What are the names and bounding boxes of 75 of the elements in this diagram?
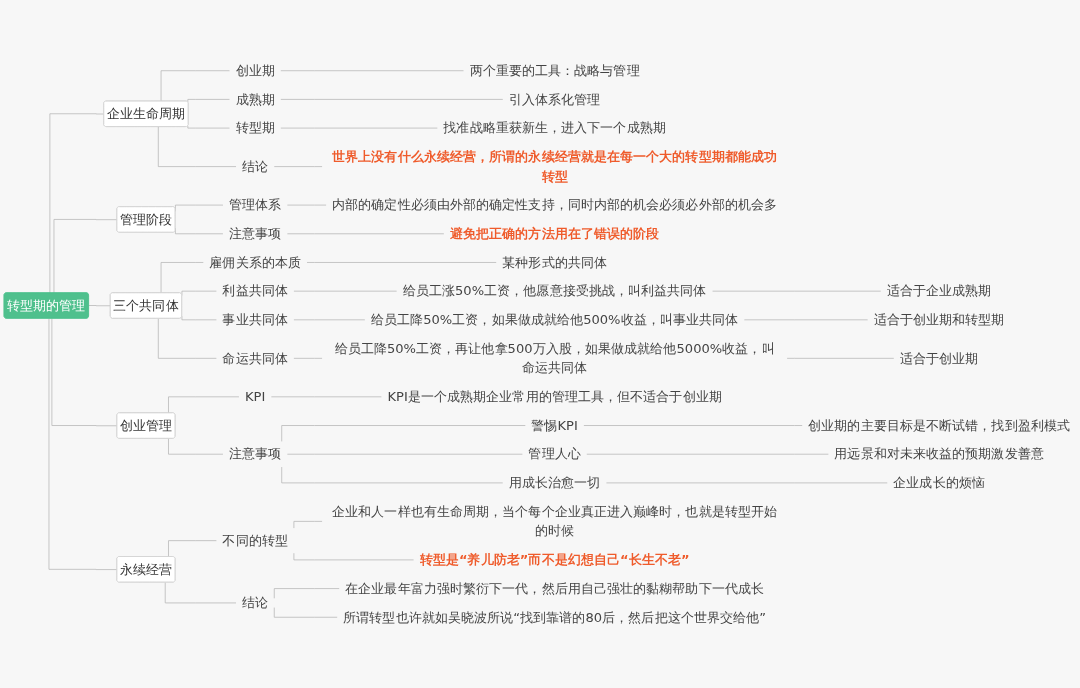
node-text: 雇佣关系的本质 xyxy=(209,254,301,270)
connector xyxy=(712,290,882,292)
connector xyxy=(160,262,204,294)
node-text: 注意事项 xyxy=(228,225,282,242)
node-text: 所谓转型也许就如吴晓波所说“找到靠谱的80后，然后把这个世界交给他” xyxy=(343,609,766,625)
connector xyxy=(164,582,237,604)
connector xyxy=(273,166,323,167)
node-text: 世界上没有什么永续经营，所谓的永续经营就是在每一个大的转型期都能成功转型 xyxy=(332,148,778,184)
node-text: 引入体系化管理 xyxy=(508,91,601,107)
node-text: 创业期 xyxy=(235,62,275,79)
connector xyxy=(293,521,323,529)
connector xyxy=(280,70,464,72)
node-text: 某种形式的共同体 xyxy=(502,254,607,270)
connector xyxy=(281,466,504,484)
connector xyxy=(49,113,105,294)
connector xyxy=(271,396,382,398)
node-text: 给员工涨50%工资，他愿意接受挑战，叫利益共同体 xyxy=(402,283,707,299)
node-text: 用成长治愈一切 xyxy=(508,475,601,491)
node-text: 企业和人一样也有生命周期，当个每个企业真正进入巅峰时，也就是转型开始的时候 xyxy=(332,503,778,539)
node-text: 用远景和对未来收益的预期激发善意 xyxy=(834,446,1044,462)
connector xyxy=(306,262,497,263)
connector xyxy=(280,99,504,100)
node-text: KPI xyxy=(244,389,266,405)
connector xyxy=(168,540,217,558)
node-text: 转型是“养儿防老”而不是幻想自己“长生不老” xyxy=(419,552,690,568)
node-text: 事业共同体 xyxy=(222,312,288,328)
connector xyxy=(293,290,397,292)
node-text: 警惕KPI xyxy=(531,417,578,433)
node-text: KPI是一个成熟期企业常用的管理工具，但不适合于创业期 xyxy=(387,389,722,405)
node-text: 结论 xyxy=(242,595,269,611)
node-text: 结论 xyxy=(242,158,269,174)
connector xyxy=(168,438,224,455)
connector xyxy=(293,319,366,321)
node-text: 创业期的主要目标是不断试错，找到盈利模式 xyxy=(808,417,1070,433)
node-text: 两个重要的工具：战略与管理 xyxy=(469,62,640,79)
connector xyxy=(53,219,118,294)
node-text: 利益共同体 xyxy=(222,283,288,299)
connector xyxy=(160,70,230,102)
connector xyxy=(157,318,217,359)
node-text: 给员工降50%工资，再让他拿500万入股，如果做成就给他5000%收益，叫命运共同体 xyxy=(334,340,775,376)
node-text: 不同的转型 xyxy=(222,532,288,548)
connector xyxy=(273,607,338,618)
connector xyxy=(293,357,323,359)
node-text: 转型期 xyxy=(235,120,275,136)
connector xyxy=(48,318,118,570)
node-text: 适合于创业期和转型期 xyxy=(873,312,1005,328)
connector xyxy=(168,396,240,414)
node-text: 管理体系 xyxy=(228,197,282,213)
connector xyxy=(181,315,217,321)
connector xyxy=(786,357,895,359)
node-text: 适合于企业成熟期 xyxy=(886,283,992,299)
node-text: 在企业最年富力强时繁衍下一代，然后用自己强壮的黏糊帮助下一代成长 xyxy=(345,580,764,596)
node-text: 找准战略重获新生，进入下一个成熟期 xyxy=(443,120,666,136)
connector xyxy=(287,233,445,235)
connector xyxy=(157,126,237,167)
node-text: 企业成长的烦恼 xyxy=(893,475,985,491)
node-text: 适合于创业期 xyxy=(899,350,979,366)
connector xyxy=(273,588,340,599)
connector xyxy=(293,552,414,561)
connector xyxy=(287,453,523,455)
node-text: 命运共同体 xyxy=(222,350,288,366)
node-text: 内部的确定性必须由外部的确定性支持，同时内部的机会必须必外部的机会多 xyxy=(332,197,778,213)
connector xyxy=(51,318,118,427)
node-text: 避免把正确的方法用在了错误的阶段 xyxy=(449,225,660,242)
connector xyxy=(281,425,526,442)
connector xyxy=(586,453,829,455)
connector xyxy=(187,99,230,103)
node-text: 注意事项 xyxy=(228,446,282,462)
connector xyxy=(744,319,868,321)
connector xyxy=(88,305,111,307)
connector xyxy=(181,290,217,296)
node-text: 成熟期 xyxy=(235,91,275,107)
node-text: 管理人心 xyxy=(528,446,581,462)
node-text: 给员工降50%工资，如果做成就给他500%收益，叫事业共同体 xyxy=(370,312,739,328)
connector xyxy=(583,425,803,426)
